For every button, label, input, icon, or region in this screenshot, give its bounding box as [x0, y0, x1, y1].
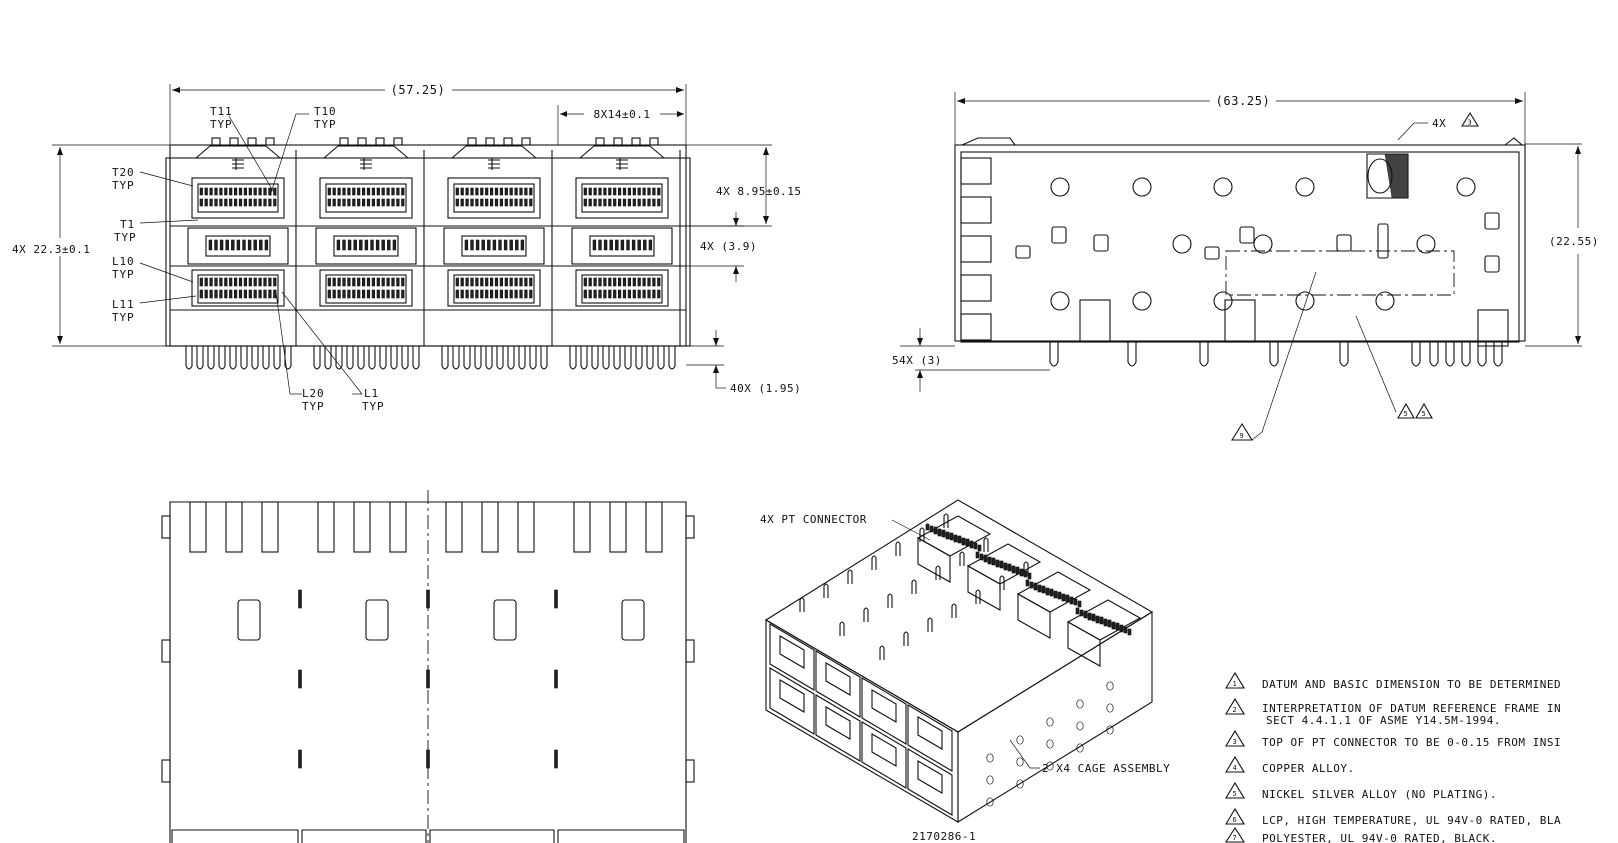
note-2-text2: SECT 4.4.1.1 OF ASME Y14.5M-1994. [1266, 714, 1501, 727]
callout-t11: T11 [210, 105, 233, 118]
note-6: 6 LCP, HIGH TEMPERATURE, UL 94V-0 RATED,… [1225, 807, 1561, 827]
front-view: (57.25) 8X14±0.1 4X 22.3±0.1 4X 8.95±0.1… [12, 83, 801, 413]
side-pin-dim: 54X (3) [892, 354, 942, 367]
note-4-text: COPPER ALLOY. [1262, 762, 1355, 775]
notes: 1 DATUM AND BASIC DIMENSION TO BE DETERM… [1224, 671, 1561, 843]
note-7: 7 POLYESTER, UL 94V-0 RATED, BLACK. [1224, 826, 1497, 843]
callout-t10-typ: TYP [314, 118, 337, 131]
callout-l11-typ: TYP [112, 311, 135, 324]
tri-top-num: 3 [1468, 119, 1472, 127]
height-dim: 4X 22.3±0.1 [12, 243, 90, 256]
tri-five-a: 5 [1404, 410, 1408, 418]
callout-t1-typ: TYP [114, 231, 137, 244]
iso-pins [799, 513, 1029, 660]
tri-five-b: 5 [1422, 410, 1426, 418]
bottom-slots [189, 501, 663, 553]
callout-l1: L1 [364, 387, 379, 400]
side-view: (63.25) (22.55) [892, 92, 1599, 441]
connector-cells [187, 137, 681, 346]
callout-l10-typ: TYP [112, 268, 135, 281]
callout-t1: T1 [120, 218, 135, 231]
part-number: 2170286-1 [912, 830, 976, 843]
mid-dim: 4X (3.9) [700, 240, 757, 253]
note-3: 3 TOP OF PT CONNECTOR TO BE 0-0.15 FROM … [1225, 729, 1561, 749]
callout-t20-typ: TYP [112, 179, 135, 192]
note-4: 4 COPPER ALLOY. [1225, 755, 1355, 775]
note-7-text: POLYESTER, UL 94V-0 RATED, BLACK. [1262, 832, 1497, 843]
callout-l20-typ: TYP [302, 400, 325, 413]
note-3-text: TOP OF PT CONNECTOR TO BE 0-0.15 FROM IN… [1262, 736, 1561, 749]
callout-l10: L10 [112, 255, 135, 268]
upper-dim: 4X 8.95±0.15 [716, 185, 801, 198]
side-width-dim: (63.25) [1216, 94, 1271, 108]
bottom-view [161, 490, 695, 843]
note-5-num: 5 [1233, 790, 1237, 798]
note-6-text: LCP, HIGH TEMPERATURE, UL 94V-0 RATED, B… [1262, 814, 1561, 827]
iso-front-ports [769, 623, 953, 816]
note-2-text: INTERPRETATION OF DATUM REFERENCE FRAME … [1262, 702, 1561, 715]
label-pt-connector: 4X PT CONNECTOR [760, 513, 867, 526]
side-pins [1049, 341, 1503, 367]
note-1-text: DATUM AND BASIC DIMENSION TO BE DETERMIN… [1262, 678, 1561, 691]
callout-t10: T10 [314, 105, 337, 118]
front-pins [185, 346, 676, 370]
callout-4x: 4X [1432, 117, 1446, 130]
iso-view: 4X PT CONNECTOR 2 X4 CAGE ASSEMBLY 21702… [760, 499, 1170, 843]
callout-t11-typ: TYP [210, 118, 233, 131]
side-holes [1015, 177, 1509, 347]
front-width-dim: (57.25) [391, 83, 446, 97]
label-cage-assembly: 2 X4 CAGE ASSEMBLY [1042, 762, 1170, 775]
bottom-ticks [161, 515, 695, 783]
pitch-dim: 8X14±0.1 [594, 108, 651, 121]
note-5-text: NICKEL SILVER ALLOY (NO PLATING). [1262, 788, 1497, 801]
callout-l20: L20 [302, 387, 325, 400]
callout-l11: L11 [112, 298, 135, 311]
side-fins [960, 157, 992, 341]
note-1-num: 1 [1233, 680, 1237, 688]
note-7-num: 7 [1233, 834, 1237, 842]
iso-holes [986, 681, 1114, 807]
note-6-num: 6 [1233, 816, 1237, 824]
note-2: 2 INTERPRETATION OF DATUM REFERENCE FRAM… [1225, 697, 1561, 727]
note-2-num: 2 [1233, 706, 1237, 714]
note-3-num: 3 [1233, 738, 1237, 746]
side-height-dim: (22.55) [1549, 235, 1599, 248]
callout-l1-typ: TYP [362, 400, 385, 413]
iso-connectors [916, 515, 1142, 667]
note-5: 5 NICKEL SILVER ALLOY (NO PLATING). [1225, 781, 1497, 801]
pin-dim: 40X (1.95) [730, 382, 801, 395]
note-1: 1 DATUM AND BASIC DIMENSION TO BE DETERM… [1225, 671, 1561, 691]
callout-t20: T20 [112, 166, 135, 179]
note-4-num: 4 [1233, 764, 1237, 772]
tri-nine: 9 [1240, 432, 1244, 440]
